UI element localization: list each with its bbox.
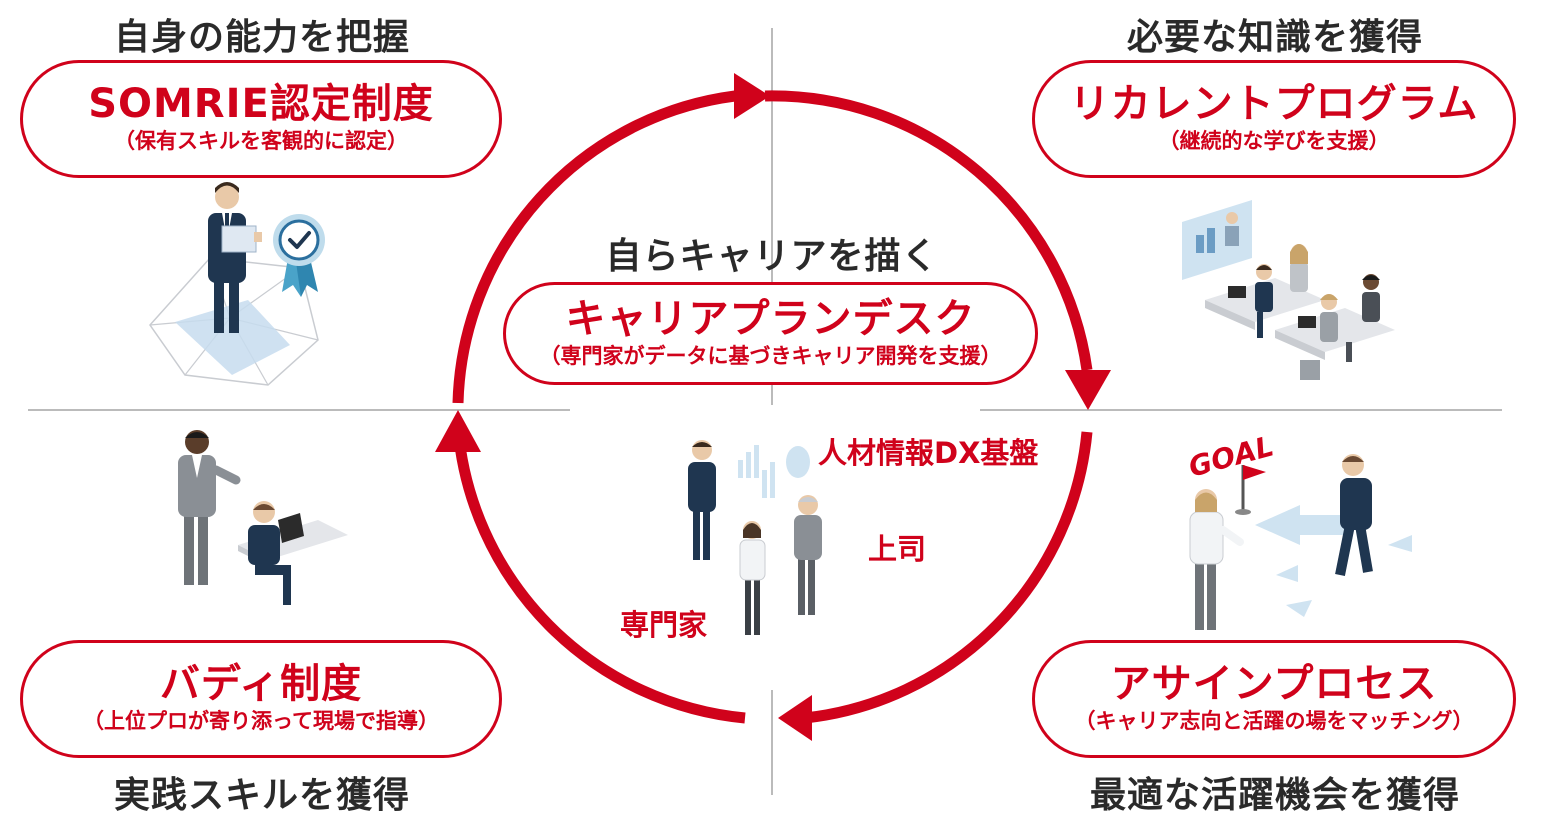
assign-process-title: アサインプロセス <box>1110 661 1438 708</box>
assign-process-box: アサインプロセス （キャリア志向と活躍の場をマッチング） <box>1032 640 1516 758</box>
career-plan-desk-subtitle: （専門家がデータに基づきキャリア開発を支援） <box>539 343 1002 368</box>
somrie-certification-subtitle: （保有スキルを客観的に認定） <box>114 129 408 154</box>
cycle-arrowheads <box>435 73 1111 741</box>
somrie-certification-title: SOMRIE認定制度 <box>88 81 434 128</box>
classroom-illustration <box>1182 200 1395 380</box>
quadrant-heading-top-right: 必要な知識を獲得 <box>1126 17 1423 58</box>
career-plan-desk-box: キャリアプランデスク （専門家がデータに基づきキャリア開発を支援） <box>503 282 1038 385</box>
cycle-ring <box>452 90 1093 724</box>
buddy-system-box: バディ制度 （上位プロが寄り添って現場で指導） <box>20 640 502 758</box>
label-expert: 専門家 <box>620 608 708 642</box>
quadrant-heading-bottom-left: 実践スキルを獲得 <box>113 775 410 816</box>
assign-process-subtitle: （キャリア志向と活躍の場をマッチング） <box>1074 709 1474 734</box>
quadrant-heading-top-left: 自身の能力を把握 <box>113 17 410 58</box>
recurrent-program-title: リカレントプログラム <box>1069 81 1479 128</box>
recurrent-program-box: リカレントプログラム （継続的な学びを支援） <box>1032 60 1516 178</box>
buddy-illustration <box>178 430 348 605</box>
buddy-system-subtitle: （上位プロが寄り添って現場で指導） <box>83 709 439 734</box>
career-desk-illustration <box>688 440 822 635</box>
label-boss: 上司 <box>868 532 927 566</box>
certification-badge-icon <box>273 214 325 297</box>
goal-illustration <box>1189 454 1412 630</box>
arrowhead-bottom-icon <box>778 695 812 741</box>
label-hr-dx-platform: 人材情報DX基盤 <box>818 436 1039 470</box>
goal-flag-icon <box>1243 465 1266 480</box>
center-heading: 自らキャリアを描く <box>605 236 939 277</box>
recurrent-program-subtitle: （継続的な学びを支援） <box>1158 129 1390 154</box>
somrie-certification-box: SOMRIE認定制度 （保有スキルを客観的に認定） <box>20 60 502 178</box>
arrowhead-right-icon <box>1065 370 1111 410</box>
career-plan-desk-title: キャリアプランデスク <box>565 295 976 342</box>
arrowhead-top-icon <box>734 73 770 119</box>
arrowhead-left-icon <box>435 410 481 452</box>
quadrant-heading-bottom-right: 最適な活躍機会を獲得 <box>1089 775 1460 816</box>
certified-person-illustration <box>149 182 325 386</box>
buddy-system-title: バディ制度 <box>159 661 363 708</box>
